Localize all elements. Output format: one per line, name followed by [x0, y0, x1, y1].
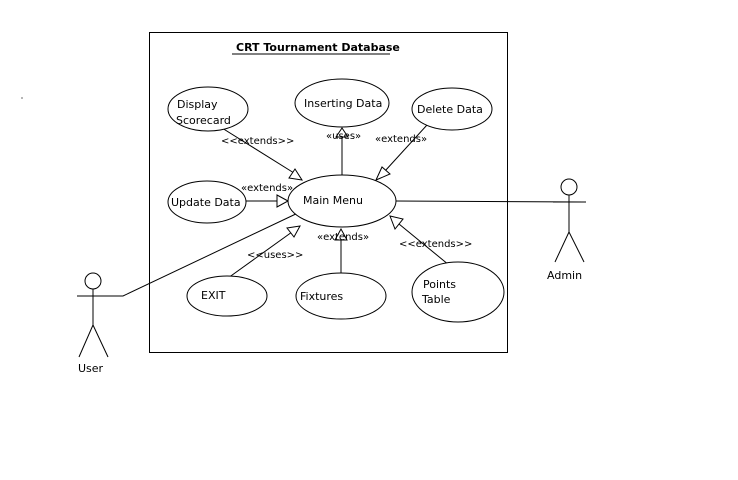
diagram-title: CRT Tournament Database [236, 41, 400, 54]
stray-dot [21, 97, 23, 99]
use-case-main-menu: Main Menu [287, 174, 397, 228]
relation-line-delete-data [384, 124, 428, 172]
svg-text:Points: Points [423, 278, 456, 291]
relation-line-display-scorecard [221, 127, 295, 174]
use-case-delete-data: Delete Data [411, 87, 493, 131]
use-case-update-data: Update Data [167, 180, 247, 224]
stereotype-points-table: <<extends>> [399, 239, 472, 250]
actor-admin: Admin [547, 178, 586, 282]
svg-text:Fixtures: Fixtures [300, 290, 343, 303]
relation-line-exit [227, 231, 293, 279]
stereotype-delete-data: «extends» [375, 134, 427, 145]
use-case-exit: EXIT [186, 275, 268, 317]
arrowhead-points-table [389, 215, 404, 230]
admin-association-line [394, 200, 585, 203]
arrowhead-display-scorecard [288, 168, 304, 181]
svg-text:Update Data: Update Data [171, 196, 241, 209]
admin-head [560, 178, 578, 196]
svg-text:Inserting Data: Inserting Data [304, 97, 382, 110]
svg-text:Scorecard: Scorecard [176, 114, 231, 127]
stereotype-update-data: «extends» [241, 183, 293, 194]
stereotype-display-scorecard: <<extends>> [221, 136, 294, 147]
svg-text:Display: Display [177, 98, 218, 111]
svg-text:Main Menu: Main Menu [303, 194, 363, 207]
use-case-inserting-data: Inserting Data [294, 78, 390, 128]
arrowhead-update-data [276, 194, 290, 208]
actor-user: User [77, 272, 109, 375]
use-case-display-scorecard: Display Scorecard [167, 86, 249, 132]
stereotype-fixtures: «extends» [317, 232, 369, 243]
user-head [84, 272, 102, 290]
svg-text:Table: Table [421, 293, 451, 306]
arrowhead-delete-data [375, 166, 391, 181]
arrowhead-inserting-data [335, 127, 349, 138]
actor-admin-label: Admin [547, 269, 582, 282]
arrowhead-exit [286, 225, 301, 238]
svg-text:EXIT: EXIT [201, 289, 226, 302]
use-case-fixtures: Fixtures [295, 272, 387, 320]
actor-user-label: User [78, 362, 104, 375]
system-boundary [149, 32, 508, 353]
svg-text:Delete Data: Delete Data [417, 103, 483, 116]
stereotype-inserting-data: «uses» [326, 131, 361, 142]
use-case-points-table: Points Table [411, 261, 505, 323]
arrowhead-fixtures [334, 227, 348, 241]
stereotype-exit: <<uses>> [247, 250, 303, 261]
relation-line-points-table [398, 223, 450, 266]
